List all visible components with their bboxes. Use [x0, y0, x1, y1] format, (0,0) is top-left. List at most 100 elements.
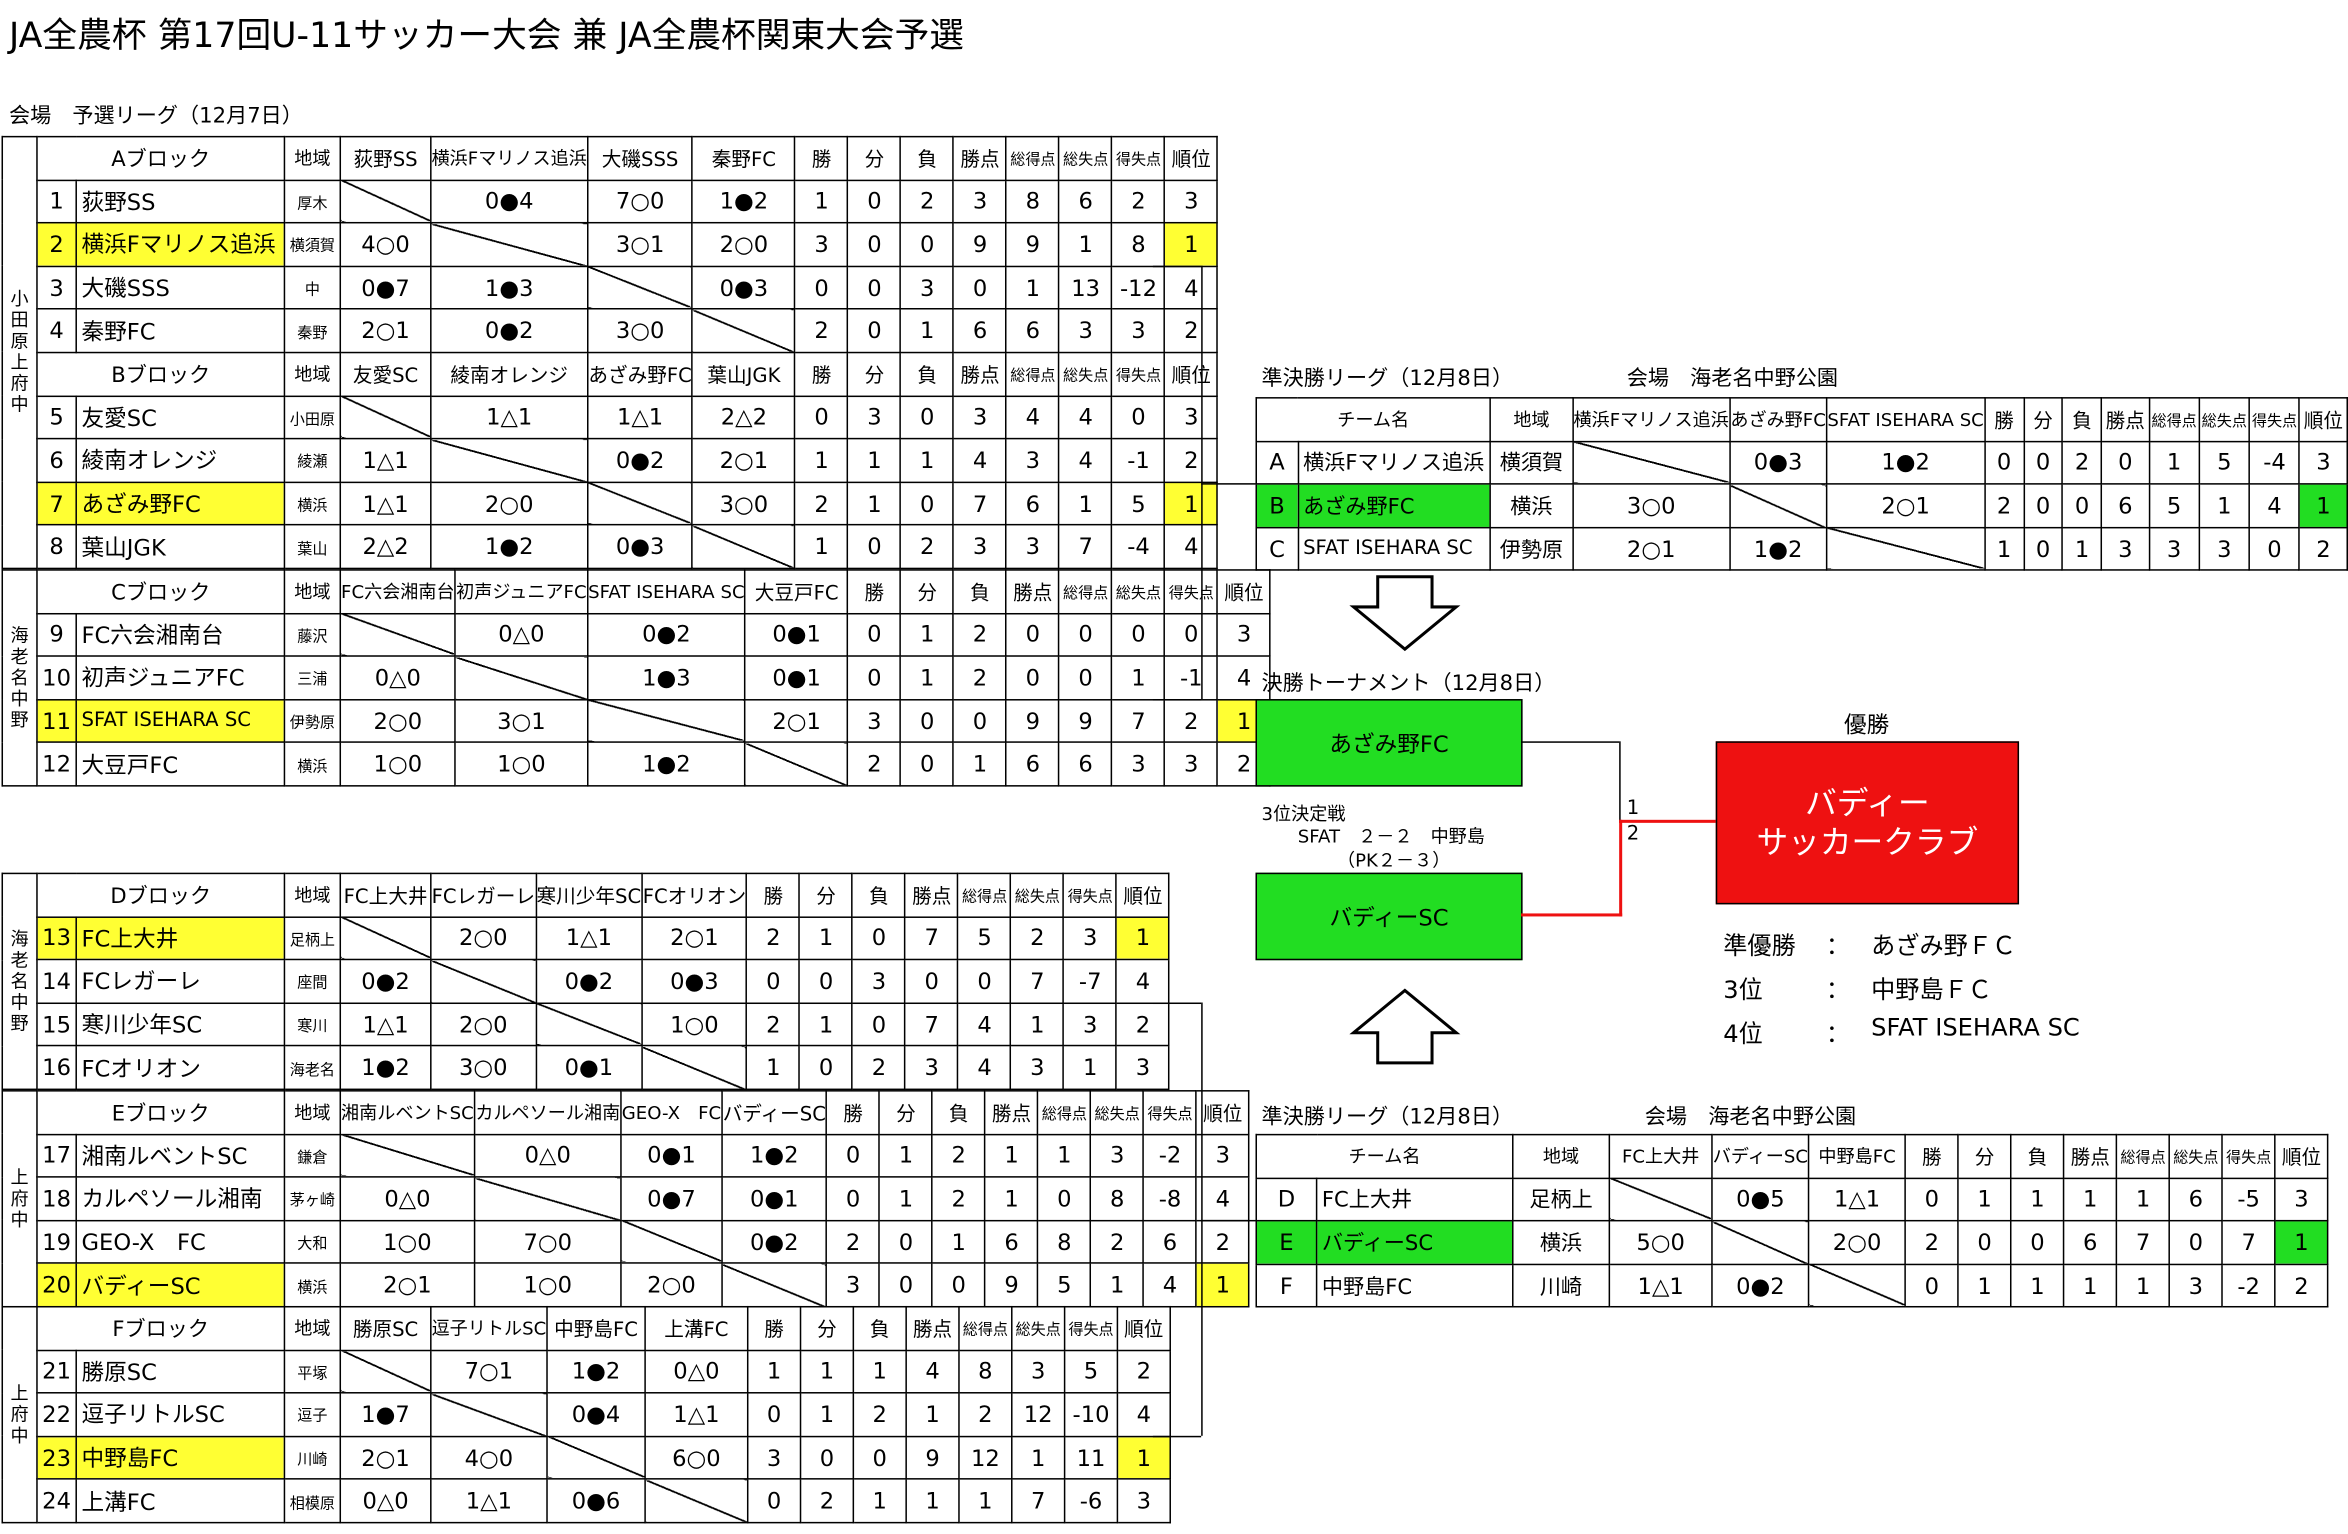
- stat-header: 得失点: [1164, 569, 1219, 614]
- self-match-cell: [744, 741, 849, 787]
- stat-value: 1: [1010, 1002, 1065, 1047]
- opponent-header: GEO-X FC: [620, 1090, 723, 1135]
- stat-header: 総得点: [1005, 351, 1061, 397]
- stat-value: 5: [1111, 481, 1166, 526]
- stat-value: 3: [1010, 1045, 1065, 1091]
- stat-value: -2: [1142, 1133, 1198, 1178]
- stat-value: 3: [904, 1045, 959, 1091]
- team-name: 中野島FC: [1315, 1263, 1514, 1309]
- stat-value: 1: [798, 915, 854, 961]
- match-result: 0●7: [620, 1176, 723, 1222]
- opponent-header: 横浜Fマリノス追浜: [1572, 397, 1731, 442]
- block-name: Eブロック: [36, 1090, 286, 1135]
- stat-value: 0: [1037, 1176, 1092, 1222]
- match-result: 2○0: [430, 915, 537, 961]
- stat-value: -4: [1111, 524, 1166, 570]
- match-result: 2○0: [430, 1002, 537, 1047]
- team-name: 逗子リトルSC: [75, 1392, 286, 1437]
- stat-value: 0: [900, 698, 955, 744]
- stat-value: 0: [847, 265, 902, 311]
- stat-value: 0: [2022, 440, 2064, 485]
- match-result: 2○1: [1572, 526, 1731, 572]
- stat-value: 1: [958, 1478, 1013, 1524]
- team-name: あざみ野FC: [1297, 483, 1491, 529]
- team-name: 友愛SC: [75, 394, 286, 440]
- region-header: 地域: [283, 569, 342, 614]
- match-result: 0△0: [339, 1478, 432, 1524]
- stat-value: 1: [1058, 222, 1113, 267]
- stat-value: 7: [2115, 1220, 2171, 1265]
- match-result: 3○1: [586, 222, 694, 267]
- opponent-header: 上溝FC: [644, 1305, 749, 1351]
- stat-value: 0: [852, 1435, 907, 1481]
- team-region: 横浜: [283, 1262, 342, 1308]
- team-region: 秦野: [283, 308, 342, 354]
- region-header: 地域: [283, 351, 342, 397]
- prelim-header: 会場 予選リーグ（12月7日）: [9, 104, 303, 129]
- stat-value: 1: [900, 438, 955, 483]
- stat-value: 0: [931, 1262, 986, 1308]
- self-match-cell: [586, 481, 694, 526]
- stat-value: 4: [1005, 394, 1061, 440]
- team-region: 川崎: [1512, 1263, 1611, 1309]
- venue-side-label: 上府中: [1, 1305, 38, 1524]
- winner-line: [1521, 913, 1623, 917]
- match-result: 2○0: [620, 1262, 723, 1308]
- stat-value: 4: [957, 1045, 1012, 1091]
- stat-value: 1: [905, 1478, 960, 1524]
- team-id: B: [1255, 483, 1299, 529]
- stat-value: 4: [1058, 438, 1113, 483]
- stat-value: 0: [1058, 612, 1113, 658]
- block-name: Dブロック: [36, 872, 286, 918]
- team-region: 茅ヶ崎: [283, 1176, 342, 1222]
- stat-header: 負: [952, 569, 1008, 614]
- rank: 3: [1116, 1478, 1171, 1524]
- stat-value: 7: [904, 915, 959, 961]
- stat-value: 1: [2010, 1177, 2065, 1222]
- rank: 2: [1116, 1349, 1171, 1394]
- stat-value: 0: [1111, 612, 1166, 658]
- stat-value: 1: [984, 1176, 1039, 1222]
- stat-value: 7: [904, 1002, 959, 1047]
- stat-value: -8: [1142, 1176, 1198, 1222]
- stat-value: 13: [1058, 265, 1113, 311]
- team-name: SFAT ISEHARA SC: [1297, 526, 1491, 572]
- match-result: 0●3: [1728, 440, 1828, 485]
- stat-value: 2: [952, 655, 1008, 701]
- stat-value: 3: [1011, 1349, 1066, 1394]
- stat-value: 2: [931, 1176, 986, 1222]
- match-result: 1●2: [546, 1349, 646, 1394]
- stat-header: 勝: [1983, 397, 2025, 442]
- match-result: 3○1: [454, 698, 589, 744]
- stat-header: 順位: [1115, 872, 1171, 918]
- opponent-header: SFAT ISEHARA SC: [1825, 397, 1986, 442]
- venue-side-label: 海老名中野: [1, 872, 38, 1091]
- stat-value: 4: [957, 1002, 1012, 1047]
- stat-value: 0: [2061, 483, 2103, 529]
- match-result: 0●2: [586, 438, 694, 483]
- match-result: 1△1: [339, 438, 432, 483]
- stat-value: 12: [1011, 1392, 1066, 1437]
- team-id: C: [1255, 526, 1299, 572]
- rank: 2: [2298, 526, 2348, 572]
- champion-label: 優勝: [1843, 711, 1890, 739]
- team-number: 23: [36, 1435, 77, 1481]
- stat-value: 6: [1142, 1219, 1198, 1265]
- rank: 4: [1216, 655, 1272, 701]
- stat-value: 0: [2022, 526, 2064, 572]
- bracket-line: [1201, 1219, 1256, 1222]
- stat-value: 1: [952, 741, 1008, 787]
- stat-value: 1: [1111, 655, 1166, 701]
- stat-header: 総得点: [1058, 569, 1113, 614]
